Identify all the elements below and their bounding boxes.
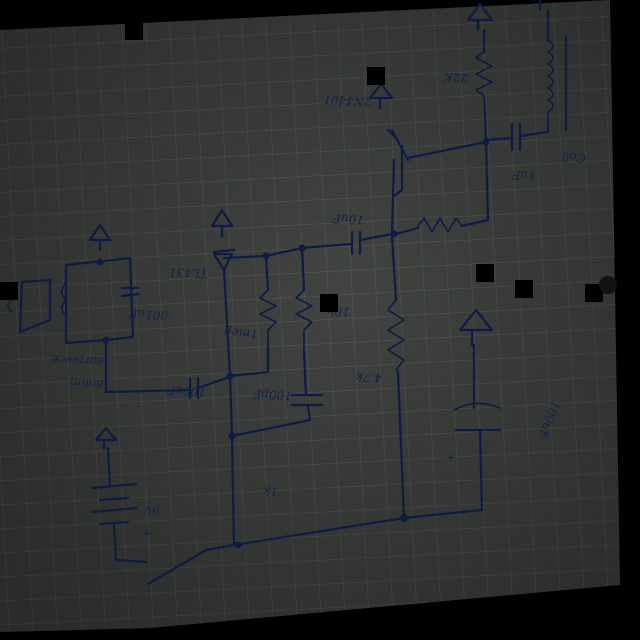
label-speaker-1: 8ohm (70, 375, 105, 391)
label-22k: 22K (442, 70, 469, 85)
label-transistor: 2N4401 (323, 92, 373, 109)
handwritten-labels: 2N4401 22K Coil 1uF 10uF TL431 .001uF 8o… (51, 70, 586, 541)
label-100uf-a: 100uF (166, 383, 206, 399)
label-plus-cap: + (445, 450, 456, 465)
label-1meg: 1meg (223, 325, 258, 341)
label-001uf: .001uF (128, 307, 172, 323)
label-opamp: TL431 (169, 265, 209, 281)
label-plus-battery: + (141, 526, 152, 541)
label-speaker-2: earpiece (51, 352, 104, 369)
circuit-schematic (7, 0, 568, 586)
redaction-squares (0, 22, 617, 312)
label-9v: 9V (142, 502, 160, 517)
label-1uf: 1uF (511, 168, 536, 183)
label-coil: Coil (561, 150, 586, 165)
graph-paper (0, 0, 620, 632)
label-10uf: 10uF (331, 211, 364, 227)
label-1k: 1k (263, 484, 279, 499)
label-47k: 4.7k (355, 370, 383, 385)
label-100pf: 100pF (252, 387, 292, 403)
